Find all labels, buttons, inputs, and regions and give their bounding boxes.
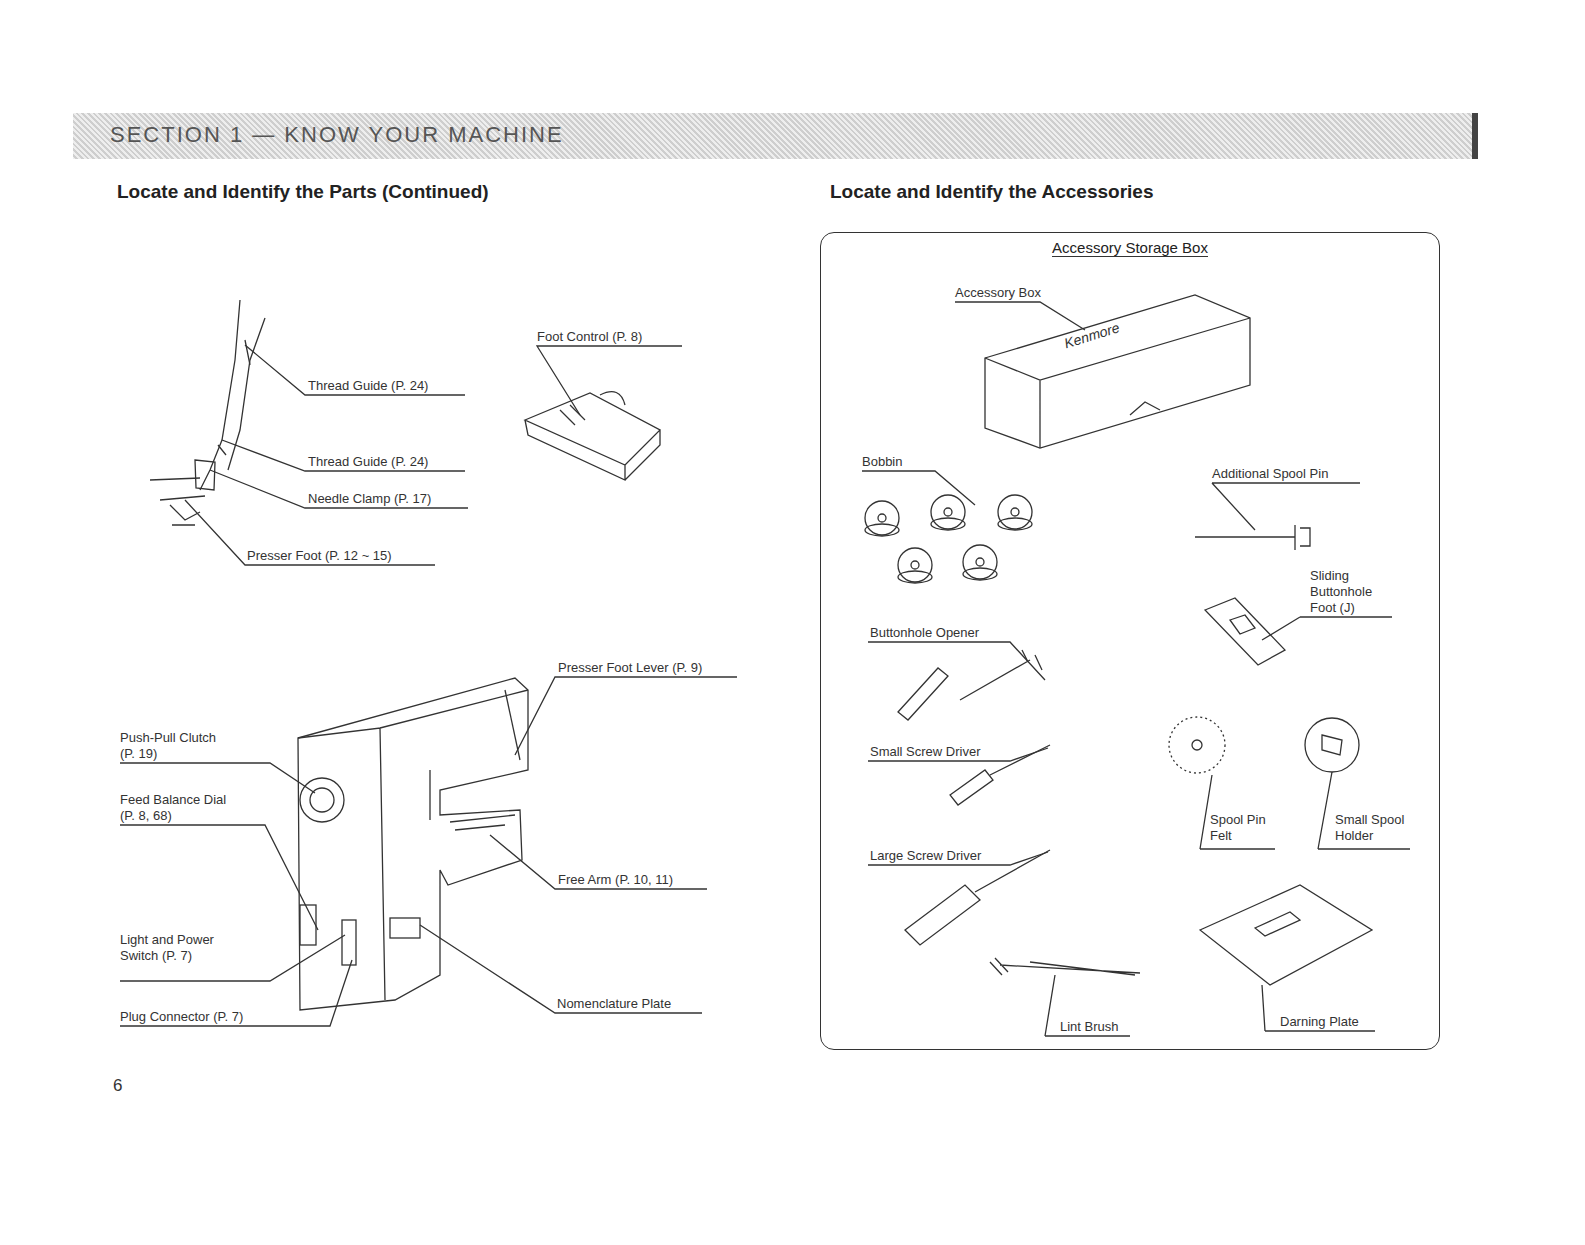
accessory-label: Spool Pin Felt xyxy=(1210,812,1272,844)
bobbin-sketch xyxy=(865,495,1032,583)
leader-line xyxy=(120,960,352,1026)
brand-mark: Kenmore xyxy=(1062,318,1122,352)
foot-control-sketch xyxy=(525,393,660,480)
part-label: Foot Control (P. 8) xyxy=(537,329,642,345)
leader-line xyxy=(955,302,1085,330)
accessory-label: Darning Plate xyxy=(1280,1014,1359,1030)
needle-plate-sketch xyxy=(430,770,515,830)
part-label: Nomenclature Plate xyxy=(557,996,671,1012)
part-label: Thread Guide (P. 24) xyxy=(308,378,428,394)
leader-line xyxy=(222,440,465,471)
large-screwdriver-sketch xyxy=(905,850,1050,945)
part-label: Plug Connector (P. 7) xyxy=(120,1009,243,1025)
part-label: Presser Foot Lever (P. 9) xyxy=(558,660,702,676)
leader-line xyxy=(515,677,737,755)
leader-line xyxy=(185,500,435,565)
spool-pin-sketch xyxy=(1195,525,1310,550)
machine-body-sketch xyxy=(298,678,528,1010)
node-heading: SECTION 1 — KNOW YOUR MACHINE xyxy=(110,122,564,148)
plug-panel xyxy=(342,920,356,965)
needle-plate-sketch xyxy=(150,478,200,480)
section-band: SECTION 1 — KNOW YOUR MACHINE xyxy=(73,113,1478,159)
leader-line xyxy=(1262,617,1392,640)
lint-brush-sketch xyxy=(990,958,1140,975)
section-heading: Locate and Identify the Parts (Continued… xyxy=(117,180,489,204)
buttonhole-opener-sketch xyxy=(898,650,1042,720)
spool-holder-sketch xyxy=(1305,718,1359,772)
machine-body-edge xyxy=(298,690,528,1000)
thread-guide-sketch xyxy=(218,340,250,455)
accessory-box-edge xyxy=(985,318,1250,448)
part-label: Push-Pull Clutch (P. 19) xyxy=(120,730,232,762)
buttonhole-foot-sketch xyxy=(1205,598,1285,665)
leader-line xyxy=(862,471,975,505)
leader-line xyxy=(210,470,468,508)
spool-felt-sketch xyxy=(1169,717,1225,773)
node-heading: Accessory Storage Box xyxy=(821,239,1439,256)
leader-line xyxy=(1045,975,1130,1036)
part-label: Needle Clamp (P. 17) xyxy=(308,491,431,507)
leader-line xyxy=(537,346,682,415)
part-label: Light and Power Switch (P. 7) xyxy=(120,932,215,964)
leader-line xyxy=(1212,483,1360,530)
darning-plate-sketch xyxy=(1200,885,1372,985)
accessory-label: Large Screw Driver xyxy=(870,848,981,864)
handwheel xyxy=(300,778,344,822)
part-label: Feed Balance Dial (P. 8, 68) xyxy=(120,792,232,824)
accessory-label: Bobbin xyxy=(862,454,902,470)
leader-line xyxy=(245,345,465,395)
accessory-label: Sliding Buttonhole Foot (J) xyxy=(1310,568,1390,616)
node-text: Accessory Storage Box xyxy=(1052,239,1208,257)
machine-head-edge xyxy=(228,318,265,470)
spool-holder-sketch xyxy=(1322,735,1342,755)
part-label: Presser Foot (P. 12 ~ 15) xyxy=(247,548,392,564)
leader-line xyxy=(120,825,318,930)
nomenclature-plate-sketch xyxy=(390,918,420,938)
foot-control-detail xyxy=(560,392,625,425)
part-label: Thread Guide (P. 24) xyxy=(308,454,428,470)
presser-foot-sketch xyxy=(160,460,215,525)
node-text: SECTION 1 — KNOW YOUR MACHINE xyxy=(110,122,564,147)
leader-line xyxy=(490,835,707,889)
accessory-label: Small Spool Holder xyxy=(1335,812,1415,844)
accessory-label: Additional Spool Pin xyxy=(1212,466,1328,482)
leader-line xyxy=(120,763,315,793)
section-heading: Locate and Identify the Accessories xyxy=(830,180,1153,204)
accessory-label: Small Screw Driver xyxy=(870,744,981,760)
spool-felt-sketch xyxy=(1192,740,1202,750)
leader-line xyxy=(1200,775,1275,849)
accessory-box-sketch xyxy=(985,295,1250,448)
page-number: 6 xyxy=(113,1075,122,1096)
storage-box-frame: Accessory Storage Box xyxy=(820,232,1440,1050)
leader-line xyxy=(1262,985,1375,1031)
part-label: Free Arm (P. 10, 11) xyxy=(558,872,673,888)
accessory-label: Buttonhole Opener xyxy=(870,625,979,641)
accessory-label: Lint Brush xyxy=(1060,1019,1119,1035)
leader-line xyxy=(868,642,1045,680)
leader-line xyxy=(420,925,702,1013)
accessory-label: Accessory Box xyxy=(955,285,1041,301)
